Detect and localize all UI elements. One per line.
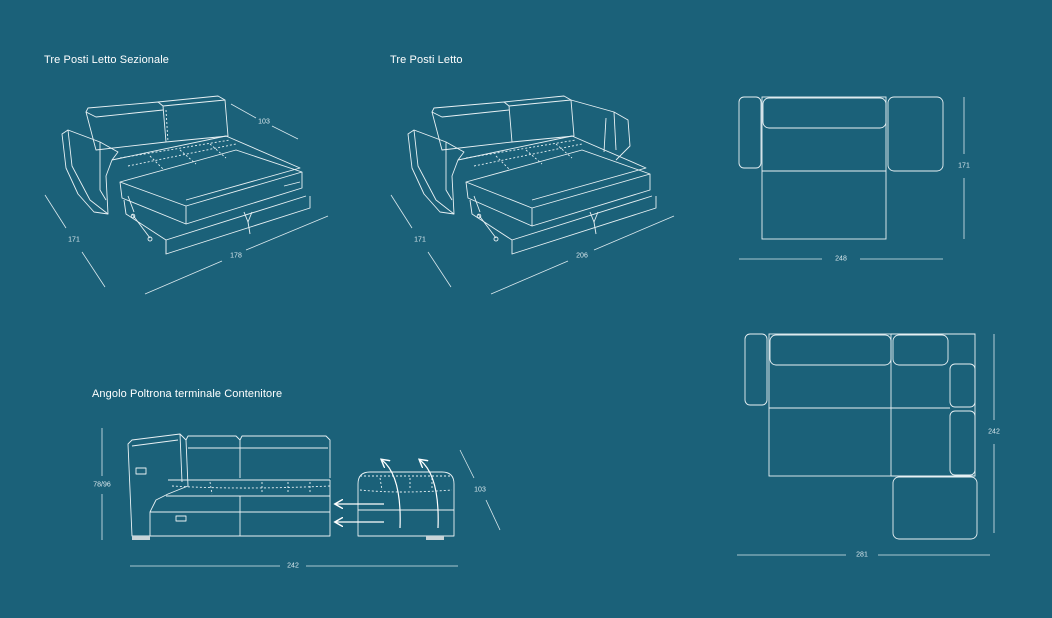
armchair-dimension-lines xyxy=(101,428,501,567)
dim-standard-side: 171 xyxy=(414,236,426,244)
dim-sectional-width: 178 xyxy=(230,252,242,260)
assembly-arrows xyxy=(336,460,439,529)
sectional-dimension-lines xyxy=(44,103,329,295)
dim-standard-width: 206 xyxy=(576,252,588,260)
dim-plan-top-width: 248 xyxy=(835,255,847,263)
dim-armchair-width: 242 xyxy=(287,562,299,570)
dim-plan-bottom-height: 242 xyxy=(988,428,1000,436)
dim-sectional-side: 171 xyxy=(68,236,80,244)
dim-armchair-height: 78/96 xyxy=(93,481,111,489)
dim-plan-top-height: 171 xyxy=(958,162,970,170)
plan-bottom-drawing xyxy=(744,333,978,540)
plan-top-dimension-lines xyxy=(739,97,965,260)
title-sectional-sofa-bed: Tre Posti Letto Sezionale xyxy=(44,54,169,66)
plan-bottom-dimension-lines xyxy=(737,334,995,556)
armchair-feet xyxy=(132,536,444,540)
armchair-elevation-drawing xyxy=(127,433,455,537)
plan-top-drawing xyxy=(738,96,944,240)
standard-sofa-bed-drawing xyxy=(407,95,657,255)
sectional-sofa-bed-drawing xyxy=(61,95,311,255)
title-armchair-corner: Angolo Poltrona terminale Contenitore xyxy=(92,388,283,400)
title-standard-sofa-bed: Tre Posti Letto xyxy=(390,54,463,66)
dim-plan-bottom-width: 281 xyxy=(856,551,868,559)
standard-dimension-lines xyxy=(390,194,675,295)
dim-armchair-depth: 103 xyxy=(474,486,486,494)
dim-sectional-depth: 103 xyxy=(258,118,270,126)
